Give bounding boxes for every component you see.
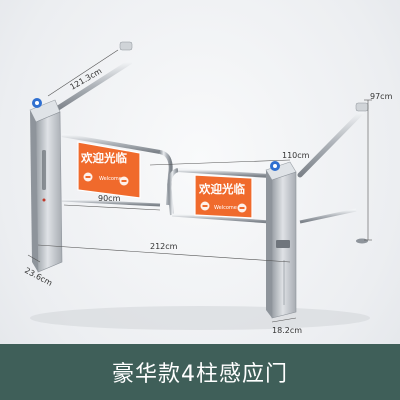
right-post	[265, 161, 297, 319]
dimension-lines	[27, 49, 372, 323]
right-back-rail	[297, 102, 369, 244]
left-sign-title: 欢迎光临	[80, 151, 127, 165]
left-post	[29, 99, 63, 273]
left-gate-width-label: 90cm	[98, 194, 121, 203]
gate-width-label: 110cm	[282, 151, 310, 160]
right-gate-arm	[167, 168, 271, 224]
indicator-icon-dot	[273, 164, 277, 168]
right-height-label: 97cm	[370, 92, 393, 101]
right-welcome-sign: 欢迎光临 Welcome	[194, 174, 253, 219]
left-welcome-sign: 欢迎光临 Welcome	[77, 141, 141, 199]
caption-bar: 豪华款4柱感应门	[0, 344, 400, 400]
ground-shadow	[30, 306, 370, 330]
right-post-depth-label: 18.2cm	[272, 326, 302, 335]
indicator-icon-dot	[35, 101, 39, 105]
total-width-label: 212cm	[150, 242, 178, 251]
left-sign-subtitle: Welcome	[99, 176, 122, 182]
right-sign-subtitle: Welcome	[214, 205, 237, 211]
right-sign-title: 欢迎光临	[198, 182, 245, 196]
product-caption: 豪华款4柱感应门	[112, 362, 288, 387]
